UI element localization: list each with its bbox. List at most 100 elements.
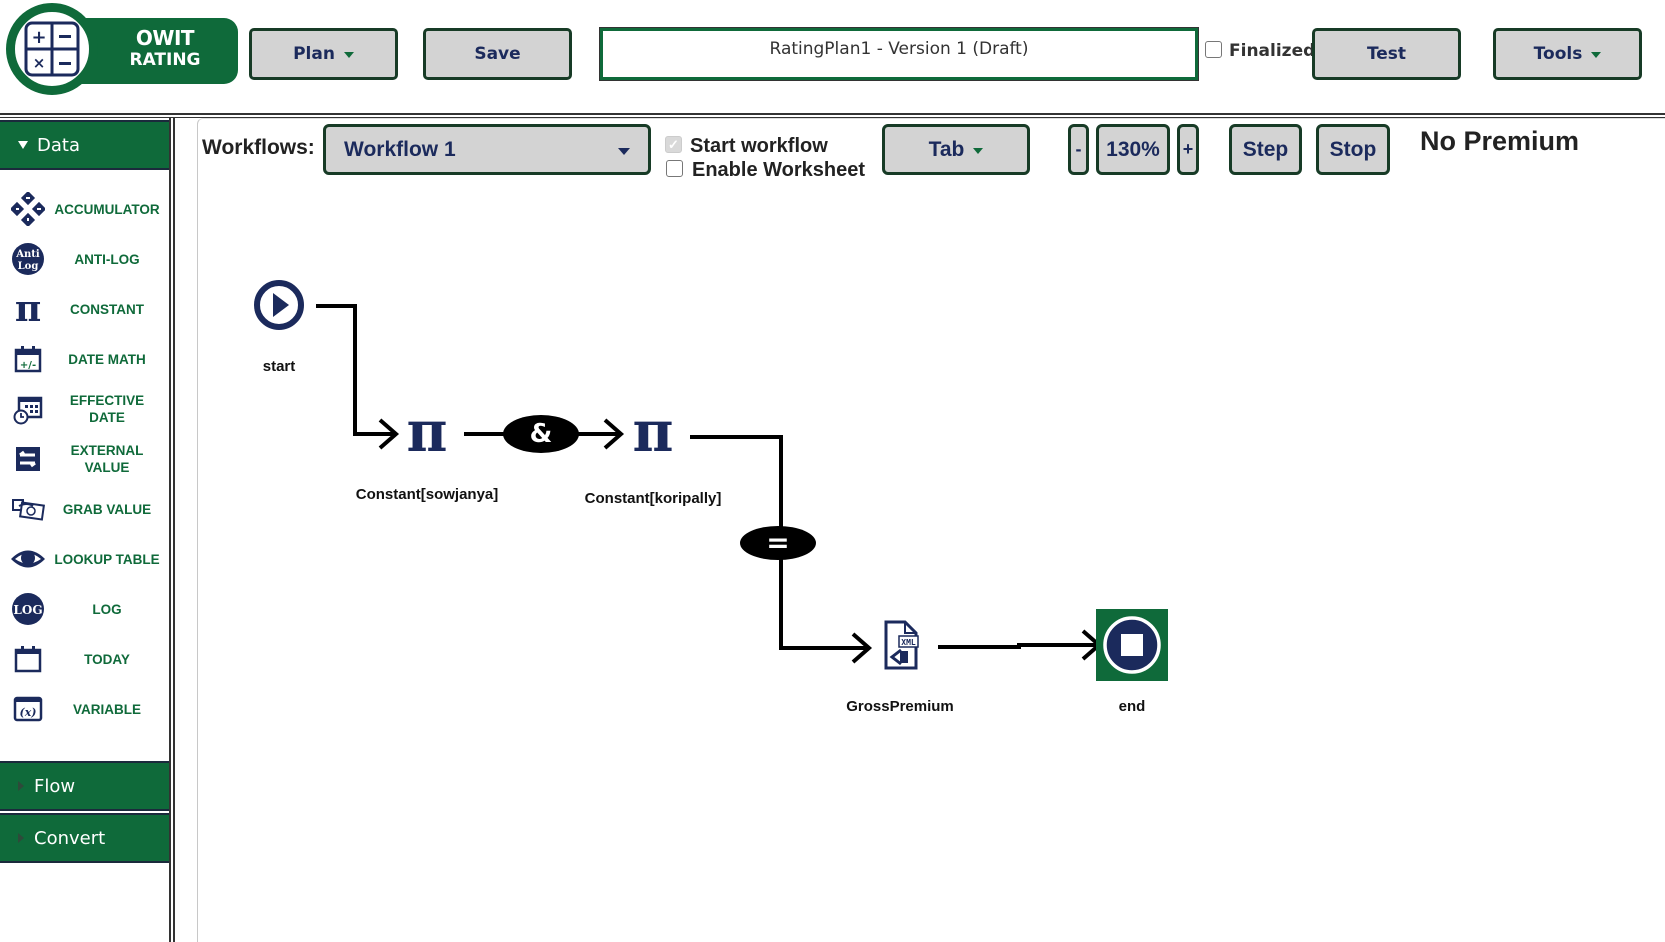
svg-text:+: + (31, 27, 46, 48)
sidebar-item-lookup-table[interactable]: LOOKUP TABLE (0, 535, 169, 583)
plan-menu-button[interactable]: Plan (249, 28, 398, 80)
operator-and[interactable]: & (503, 415, 579, 453)
sidebar-item-effective-date[interactable]: EFFECTIVE DATE (0, 385, 169, 433)
section-label: Flow (34, 775, 76, 797)
node-constant-sowjanya[interactable]: π (402, 404, 452, 464)
section-data-header[interactable]: Data (0, 120, 169, 170)
section-flow-header[interactable]: Flow (0, 761, 169, 811)
tools-menu-button[interactable]: Tools (1493, 28, 1642, 80)
save-label: Save (474, 44, 521, 64)
zoom-level-display[interactable]: 130% (1096, 124, 1170, 175)
tools-label: Tools (1533, 44, 1583, 64)
stop-circle-icon (1103, 616, 1161, 674)
sidebar-item-today[interactable]: TODAY (0, 635, 169, 683)
sidebar-item-label: CONSTANT (70, 301, 144, 317)
sidebar-item-label: LOOKUP TABLE (54, 551, 160, 567)
logo-line2: RATING (129, 50, 201, 70)
caret-down-icon (343, 52, 354, 58)
svg-text:Log: Log (18, 261, 39, 272)
svg-text:XML: XML (901, 638, 916, 647)
step-button[interactable]: Step (1229, 124, 1302, 175)
zoom-out-button[interactable]: - (1068, 124, 1089, 175)
sidebar-item-grab-value[interactable]: GRAB VALUE (0, 485, 169, 533)
sidebar-item-label: ANTI-LOG (74, 251, 140, 267)
operator-symbol: = (766, 526, 790, 559)
tab-label: Tab (928, 137, 965, 161)
node-label-constant-sowjanya: Constant[sowjanya] (355, 486, 499, 503)
test-label: Test (1366, 44, 1407, 64)
caret-down-icon (1591, 52, 1602, 58)
operator-equals[interactable]: = (740, 526, 816, 560)
sidebar-item-constant[interactable]: π CONSTANT (0, 285, 169, 333)
save-button[interactable]: Save (423, 28, 572, 80)
app-header: + × OWIT RATING Plan Save RatingPlan1 - … (0, 0, 1665, 115)
zoom-in-label: + (1182, 139, 1194, 159)
sidebar-item-label: TODAY (84, 651, 130, 667)
sidebar-item-log[interactable]: LOG LOG (0, 585, 169, 633)
pi-icon: π (14, 288, 42, 330)
log-icon: LOG (10, 591, 46, 627)
zoom-out-label: - (1075, 139, 1082, 159)
external-value-icon (10, 441, 46, 477)
svg-text:+/-: +/- (20, 360, 36, 371)
sidebar-divider[interactable] (169, 118, 175, 942)
node-constant-koripally[interactable]: π (628, 404, 678, 464)
node-gross-premium[interactable]: XML (883, 620, 919, 670)
node-label-gross-premium: GrossPremium (846, 698, 954, 715)
app-logo: + × (6, 3, 98, 95)
section-label: Data (37, 134, 80, 156)
premium-status: No Premium (1420, 126, 1580, 156)
finalized-checkbox[interactable] (1205, 41, 1222, 58)
sidebar-item-accumulator[interactable]: ACCUMULATOR (0, 185, 169, 233)
effective-date-icon (10, 391, 46, 427)
svg-text:(x): (x) (20, 706, 37, 719)
svg-text:Anti: Anti (15, 249, 40, 260)
sidebar-item-variable[interactable]: (x) VARIABLE (0, 685, 169, 733)
zoom-in-button[interactable]: + (1177, 124, 1199, 175)
sidebar-item-date-math[interactable]: +/- DATE MATH (0, 335, 169, 383)
test-button[interactable]: Test (1312, 28, 1461, 80)
logo-line1: OWIT (135, 26, 195, 50)
pi-icon: π (632, 399, 674, 465)
node-label-constant-koripally: Constant[koripally] (584, 490, 722, 507)
node-end[interactable] (1096, 609, 1168, 681)
sidebar-item-label: EXTERNAL VALUE (70, 443, 144, 475)
workflow-select[interactable]: Workflow 1 (323, 124, 651, 175)
zoom-level: 130% (1106, 137, 1160, 161)
sidebar-item-label: GRAB VALUE (62, 501, 152, 517)
plan-label: Plan (293, 44, 335, 64)
sidebar-item-label: ACCUMULATOR (54, 201, 160, 217)
collapse-triangle-icon (18, 781, 24, 791)
calendar-icon (10, 641, 46, 677)
node-start[interactable] (253, 279, 305, 331)
play-circle-icon (254, 280, 304, 330)
sidebar-item-label: EFFECTIVE DATE (69, 393, 145, 425)
section-convert-header[interactable]: Convert (0, 813, 169, 863)
start-workflow-checkbox[interactable]: ✓ (665, 136, 682, 153)
collapse-triangle-icon (18, 833, 24, 843)
workflows-label: Workflows: (202, 136, 315, 159)
node-label-start: start (262, 358, 296, 375)
workflow-canvas[interactable] (197, 118, 1665, 942)
caret-down-icon (973, 148, 984, 154)
plan-title-field[interactable]: RatingPlan1 - Version 1 (Draft) (599, 27, 1199, 81)
stop-label: Stop (1329, 137, 1377, 161)
operator-symbol: & (529, 419, 553, 449)
enable-worksheet-label: Enable Worksheet (692, 159, 866, 181)
grab-value-icon (10, 491, 46, 527)
sidebar-item-external-value[interactable]: EXTERNAL VALUE (0, 435, 169, 483)
start-workflow-label: Start workflow (690, 135, 828, 157)
enable-worksheet-checkbox[interactable] (666, 160, 683, 177)
calculator-icon: + × (24, 21, 80, 77)
pi-icon: π (406, 399, 448, 465)
stop-button[interactable]: Stop (1316, 124, 1390, 175)
plan-title: RatingPlan1 - Version 1 (Draft) (769, 39, 1029, 59)
caret-down-icon (618, 148, 630, 155)
sidebar-item-label: LOG (92, 601, 122, 617)
step-label: Step (1242, 137, 1289, 161)
tab-menu-button[interactable]: Tab (882, 124, 1030, 175)
finalized-label: Finalized (1229, 41, 1316, 61)
